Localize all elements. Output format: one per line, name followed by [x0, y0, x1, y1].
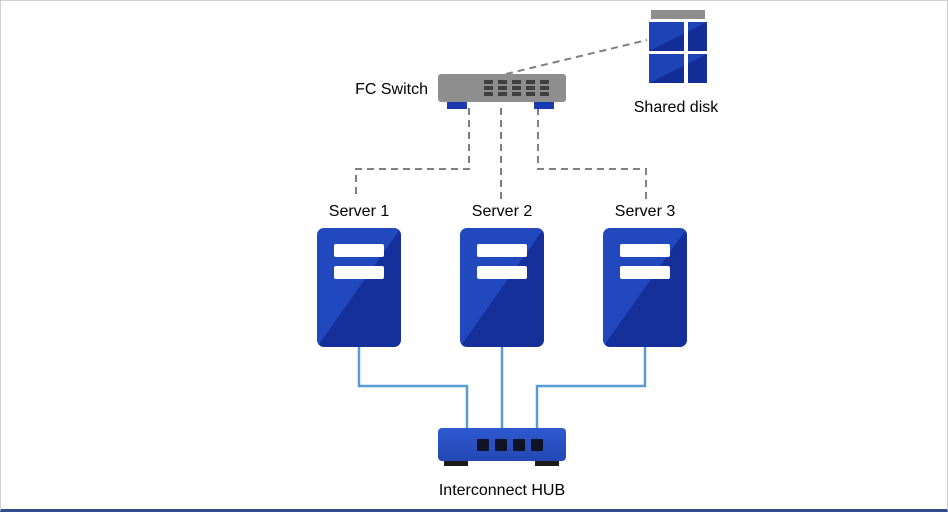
hub-ports	[477, 439, 543, 451]
link-switch-to-server1	[355, 108, 470, 199]
fc-switch-label: FC Switch	[355, 81, 428, 98]
interconnect-hub-label: Interconnect HUB	[438, 482, 566, 499]
server2-icon	[460, 228, 544, 347]
shared-disk-icon	[649, 10, 707, 83]
server3-label: Server 3	[614, 203, 676, 220]
fc-switch-icon	[438, 74, 566, 109]
link-server3-to-hub	[535, 347, 647, 429]
server1-label: Server 1	[328, 203, 390, 220]
server1-icon	[317, 228, 401, 347]
server3-icon	[603, 228, 687, 347]
link-switch-to-server3	[537, 108, 647, 199]
fc-switch-ports	[484, 80, 549, 96]
interconnect-hub-icon	[438, 428, 566, 466]
shared-disk-label: Shared disk	[633, 99, 719, 116]
link-server1-to-hub	[357, 347, 469, 429]
link-switch-to-shared-disk	[505, 39, 648, 75]
server2-label: Server 2	[471, 203, 533, 220]
